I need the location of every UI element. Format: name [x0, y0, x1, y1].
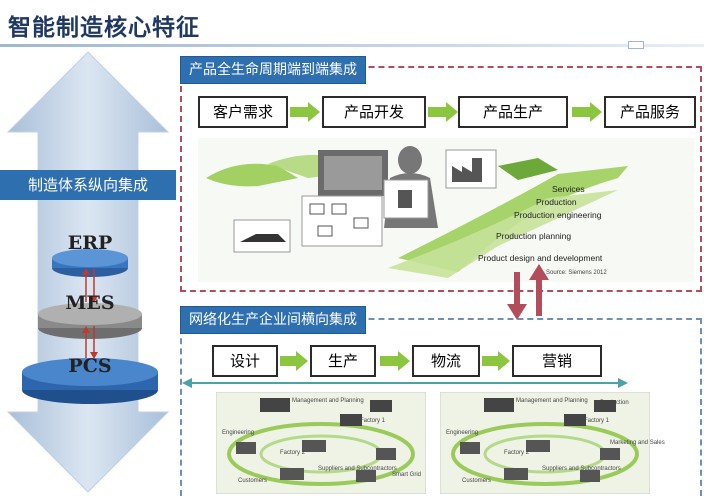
layer-mes: MES — [65, 292, 115, 314]
step-product-service: 产品服务 — [604, 96, 696, 128]
label-management: Management and Planning — [516, 398, 588, 404]
arrow-right-icon — [280, 351, 308, 371]
layer-pcs: PCS — [68, 355, 112, 377]
label-smart-grid: Smart Grid — [392, 472, 422, 478]
page-title: 智能制造核心特征 — [8, 15, 200, 41]
arrow-right-icon — [428, 102, 458, 122]
stage-product-design: Product design and development — [478, 253, 603, 263]
label-factory-1: Factory 1 — [584, 418, 610, 424]
step-design: 设计 — [212, 345, 278, 377]
label-suppliers: Suppliers and Subcontractors — [318, 466, 397, 472]
step-product-production: 产品生产 — [458, 96, 568, 128]
label-engineering: Engineering — [222, 430, 255, 436]
label-factory-1: Factory 1 — [360, 418, 386, 424]
arrow-right-icon — [572, 102, 602, 122]
stage-production-engineering: Production engineering — [514, 210, 602, 220]
link-arrows-icon — [507, 264, 549, 320]
label-suppliers: Suppliers and Subcontractors — [542, 466, 621, 472]
label-factory-2: Factory 2 — [280, 450, 306, 456]
image-credit: Source: Siemens 2012 — [546, 270, 607, 276]
network-header: 网络化生产企业间横向集成 — [180, 306, 366, 334]
label-customers: Customers — [462, 478, 492, 484]
step-production: 生产 — [310, 345, 376, 377]
layer-erp: ERP — [67, 232, 113, 254]
network-diagram-right — [440, 392, 650, 494]
network-frame — [180, 318, 702, 496]
label-engineering: Engineering — [446, 430, 479, 436]
arrow-right-icon — [380, 351, 410, 371]
stage-production-planning: Production planning — [496, 231, 572, 241]
system-layers-stack — [22, 249, 158, 404]
vertical-integration-label: 制造体系纵向集成 — [0, 170, 176, 200]
horizontal-axis-arrow-icon — [182, 378, 628, 388]
arrow-right-icon — [482, 351, 510, 371]
title-underline — [0, 44, 704, 47]
step-product-development: 产品开发 — [322, 96, 426, 128]
slider-handle-icon — [628, 41, 644, 49]
label-management: Management and Planning — [292, 398, 364, 404]
stage-production: Production — [536, 197, 577, 207]
label-factory-2: Factory 2 — [504, 450, 530, 456]
arrow-right-icon — [290, 102, 320, 122]
lifecycle-illustration — [198, 138, 694, 282]
network-diagram-left — [216, 392, 426, 494]
step-customer-demand: 客户需求 — [198, 96, 288, 128]
lifecycle-header: 产品全生命周期端到端集成 — [180, 56, 366, 84]
label-production: Production — [600, 400, 629, 406]
lifecycle-frame — [180, 66, 702, 292]
label-marketing: Marketing and Sales — [610, 440, 665, 446]
stage-services: Services — [552, 184, 585, 194]
label-customers: Customers — [238, 478, 268, 484]
step-marketing: 营销 — [512, 345, 602, 377]
step-logistics: 物流 — [412, 345, 480, 377]
